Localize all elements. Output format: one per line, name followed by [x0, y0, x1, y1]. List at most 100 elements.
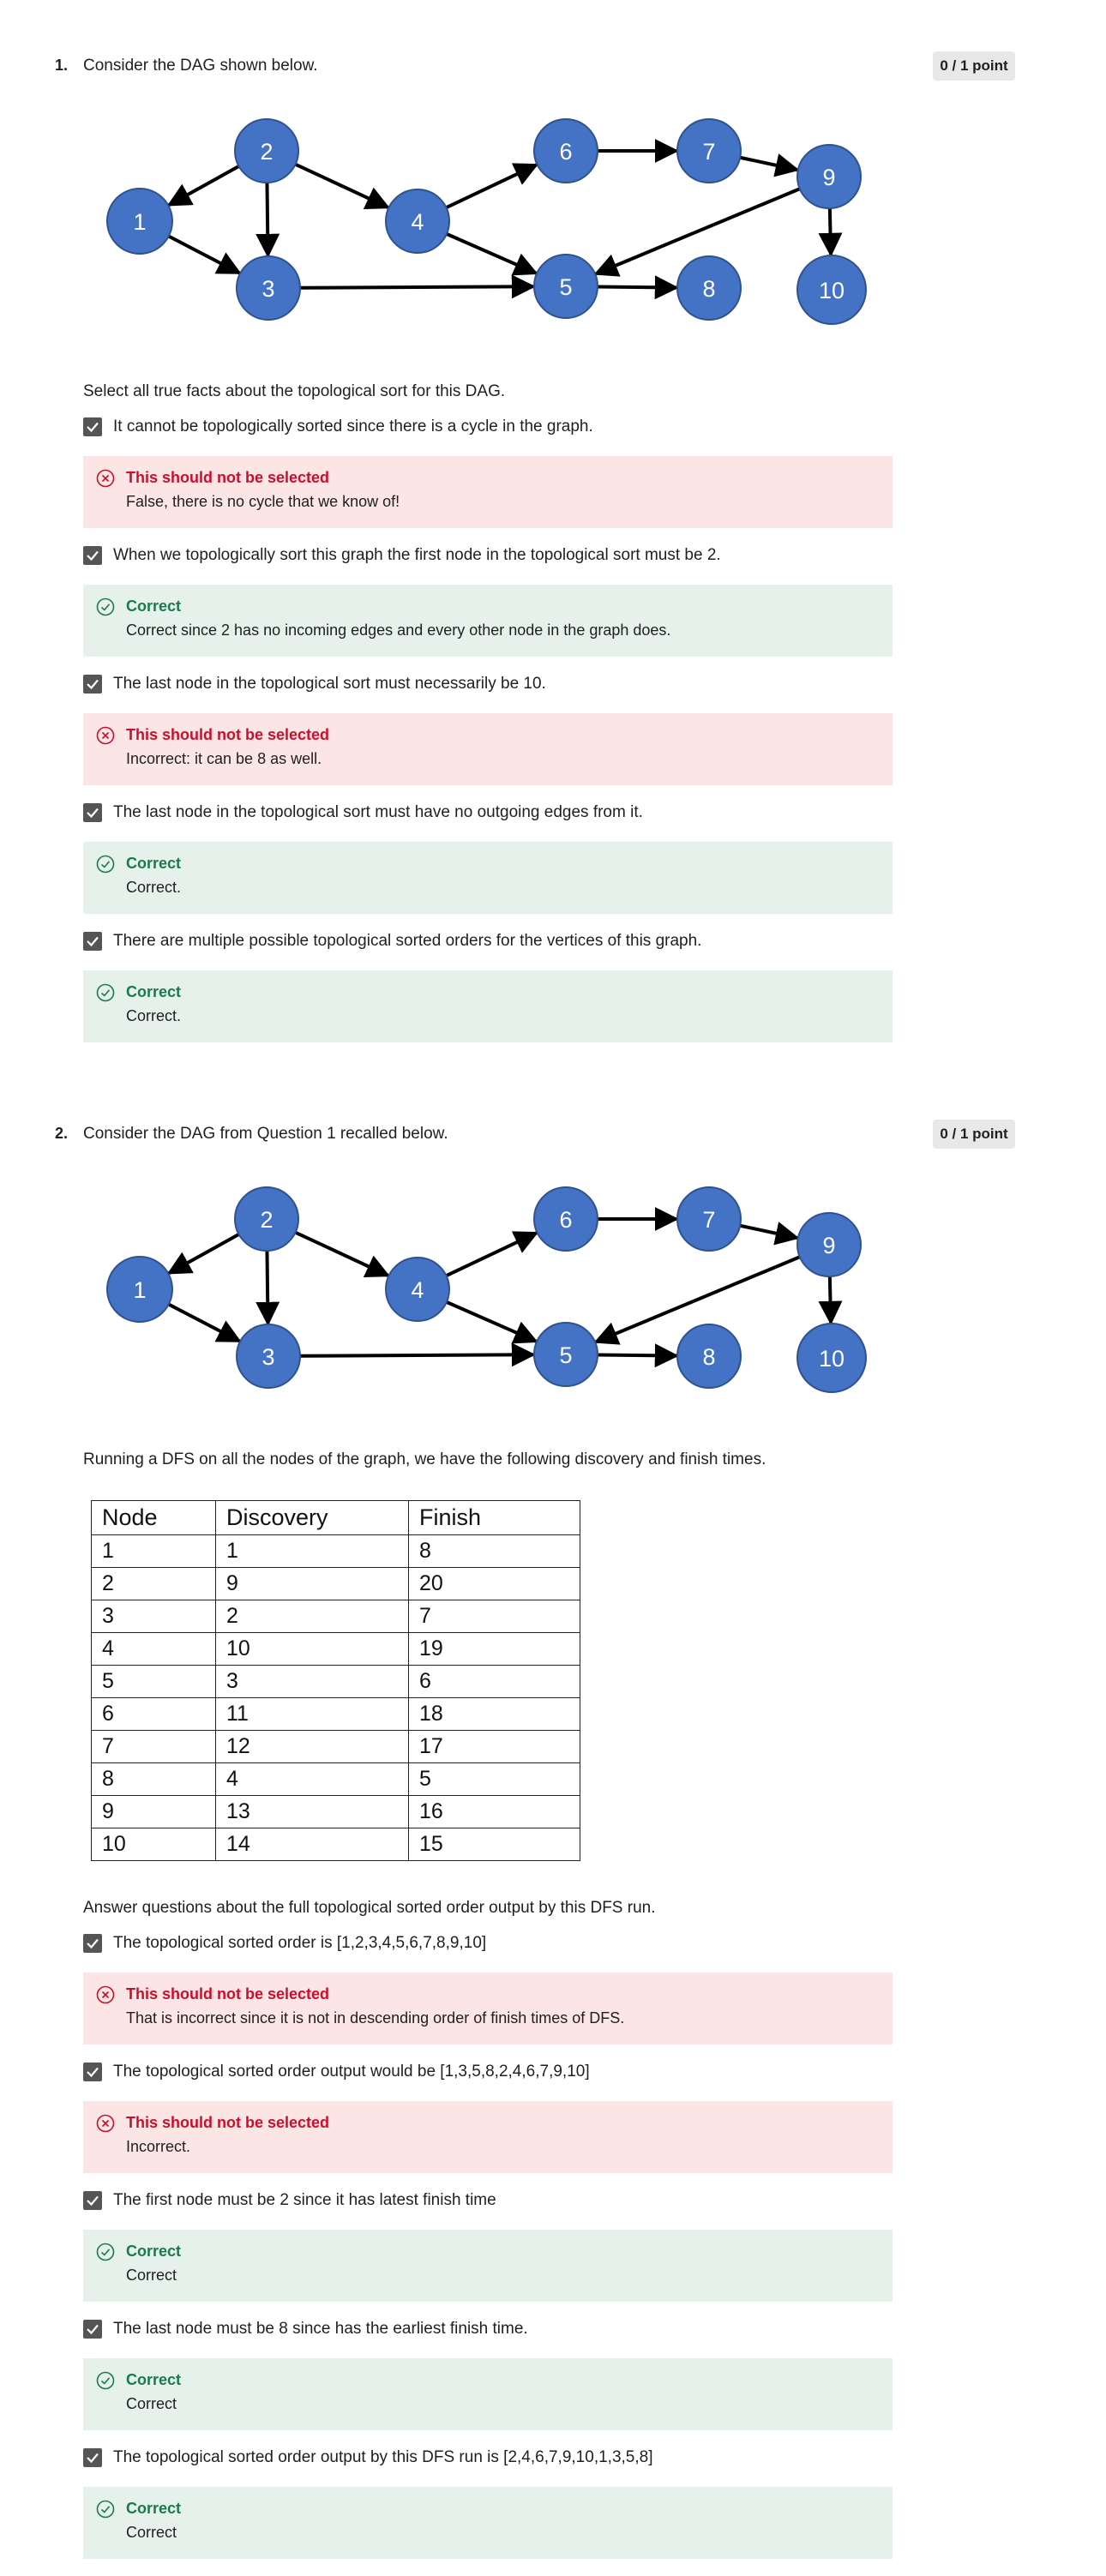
graph-node	[234, 1186, 299, 1252]
score-badge: 0 / 1 point	[933, 1120, 1015, 1149]
table-cell: 18	[408, 1697, 580, 1731]
table-cell: 4	[91, 1632, 216, 1666]
table-cell: 5	[408, 1762, 580, 1796]
table-cell: 8	[91, 1762, 216, 1796]
graph-edge	[818, 207, 843, 257]
graph-node	[796, 1212, 862, 1277]
graph-node	[385, 189, 450, 254]
table-cell: 17	[408, 1730, 580, 1763]
table-cell: 14	[215, 1828, 409, 1861]
error-circle-icon	[96, 2114, 115, 2133]
graph-edge	[597, 275, 679, 300]
graph-node	[796, 144, 862, 209]
graph-edge	[445, 163, 539, 209]
graph-node-label: 3	[261, 1344, 274, 1370]
graph-node	[533, 1186, 598, 1252]
table-cell: 9	[215, 1567, 409, 1600]
table-cell: 3	[91, 1600, 216, 1633]
graph-node-label: 1	[133, 209, 146, 235]
table-cell: 9	[91, 1795, 216, 1828]
table-cell: 6	[91, 1697, 216, 1731]
graph-node-label: 3	[261, 276, 274, 302]
feedback-text: Correct.	[126, 879, 182, 896]
checkbox-checked[interactable]	[83, 932, 102, 951]
feedback-correct: Correct Correct since 2 has no incoming …	[83, 585, 893, 657]
column-header: Node	[91, 1500, 216, 1535]
graph-node-label: 2	[260, 1207, 273, 1233]
column-header: Finish	[408, 1500, 580, 1535]
checkbox-checked[interactable]	[83, 2063, 102, 2081]
table-cell: 11	[215, 1697, 409, 1731]
feedback-title: This should not be selected	[126, 2114, 330, 2131]
table-cell: 12	[215, 1730, 409, 1763]
checkbox-checked[interactable]	[83, 2448, 102, 2467]
option-label: It cannot be topologically sorted since …	[113, 417, 593, 435]
graph-node-label: 2	[260, 139, 273, 165]
table-cell: 10	[215, 1632, 409, 1666]
feedback-incorrect: This should not be selected That is inco…	[83, 1973, 893, 2045]
feedback-text: Incorrect: it can be 8 as well.	[126, 750, 322, 767]
table-cell: 20	[408, 1567, 580, 1600]
feedback-title: Correct	[126, 2243, 182, 2260]
table-cell: 19	[408, 1632, 580, 1666]
graph-node-label: 8	[702, 1344, 715, 1370]
graph-node	[676, 118, 742, 183]
question-instruction: Select all true facts about the topologi…	[83, 382, 506, 400]
error-circle-icon	[96, 726, 115, 745]
error-circle-icon	[96, 1985, 115, 2004]
option-label: The first node must be 2 since it has la…	[113, 2191, 496, 2209]
feedback-title: Correct	[126, 983, 182, 1000]
question-number: 1.	[55, 57, 69, 74]
feedback-correct: Correct Correct.	[83, 842, 893, 914]
feedback-text: Correct.	[126, 1007, 182, 1024]
table-cell: 7	[91, 1730, 216, 1763]
graph-node-label: 5	[559, 274, 572, 300]
graph-edge	[299, 274, 536, 299]
option-label: The topological sorted order output by t…	[113, 2448, 653, 2466]
graph-edge	[739, 1222, 800, 1246]
graph-edge	[299, 1342, 536, 1367]
option-label: The last node in the topological sort mu…	[113, 675, 546, 693]
checkbox-checked[interactable]	[83, 803, 102, 822]
graph-edge	[593, 187, 801, 277]
option-label: The topological sorted order is [1,2,3,4…	[113, 1934, 487, 1952]
question-prompt: Consider the DAG shown below.	[83, 57, 318, 75]
table-cell: 4	[215, 1762, 409, 1796]
graph-edge	[166, 165, 240, 207]
checkbox-checked[interactable]	[83, 1934, 102, 1953]
feedback-title: Correct	[126, 2500, 182, 2517]
checkbox-checked[interactable]	[83, 675, 102, 694]
column-header: Discovery	[215, 1500, 409, 1535]
table-cell: 2	[91, 1567, 216, 1600]
question-instruction: Running a DFS on all the nodes of the gr…	[83, 1450, 766, 1468]
table-cell: 7	[408, 1600, 580, 1633]
checkbox-checked[interactable]	[83, 417, 102, 436]
graph-node-label: 1	[133, 1277, 146, 1303]
feedback-incorrect: This should not be selected Incorrect.	[83, 2101, 893, 2173]
table-cell: 6	[408, 1665, 580, 1698]
graph-node	[236, 1324, 301, 1389]
option-label: There are multiple possible topological …	[113, 932, 702, 950]
feedback-text: That is incorrect since it is not in des…	[126, 2009, 625, 2027]
table-cell: 5	[91, 1665, 216, 1698]
graph-node-label: 9	[822, 165, 835, 190]
graph-edge	[446, 232, 538, 276]
feedback-correct: Correct Correct	[83, 2358, 893, 2430]
feedback-incorrect: This should not be selected False, there…	[83, 456, 893, 528]
feedback-title: This should not be selected	[126, 726, 330, 743]
graph-node	[385, 1257, 450, 1322]
checkbox-checked[interactable]	[83, 2191, 102, 2210]
graph-edge	[294, 1230, 391, 1277]
graph-edge	[167, 234, 242, 275]
checkbox-checked[interactable]	[83, 2320, 102, 2339]
check-circle-icon	[96, 2371, 115, 2390]
checkbox-checked[interactable]	[83, 546, 102, 565]
graph-node	[234, 118, 299, 183]
